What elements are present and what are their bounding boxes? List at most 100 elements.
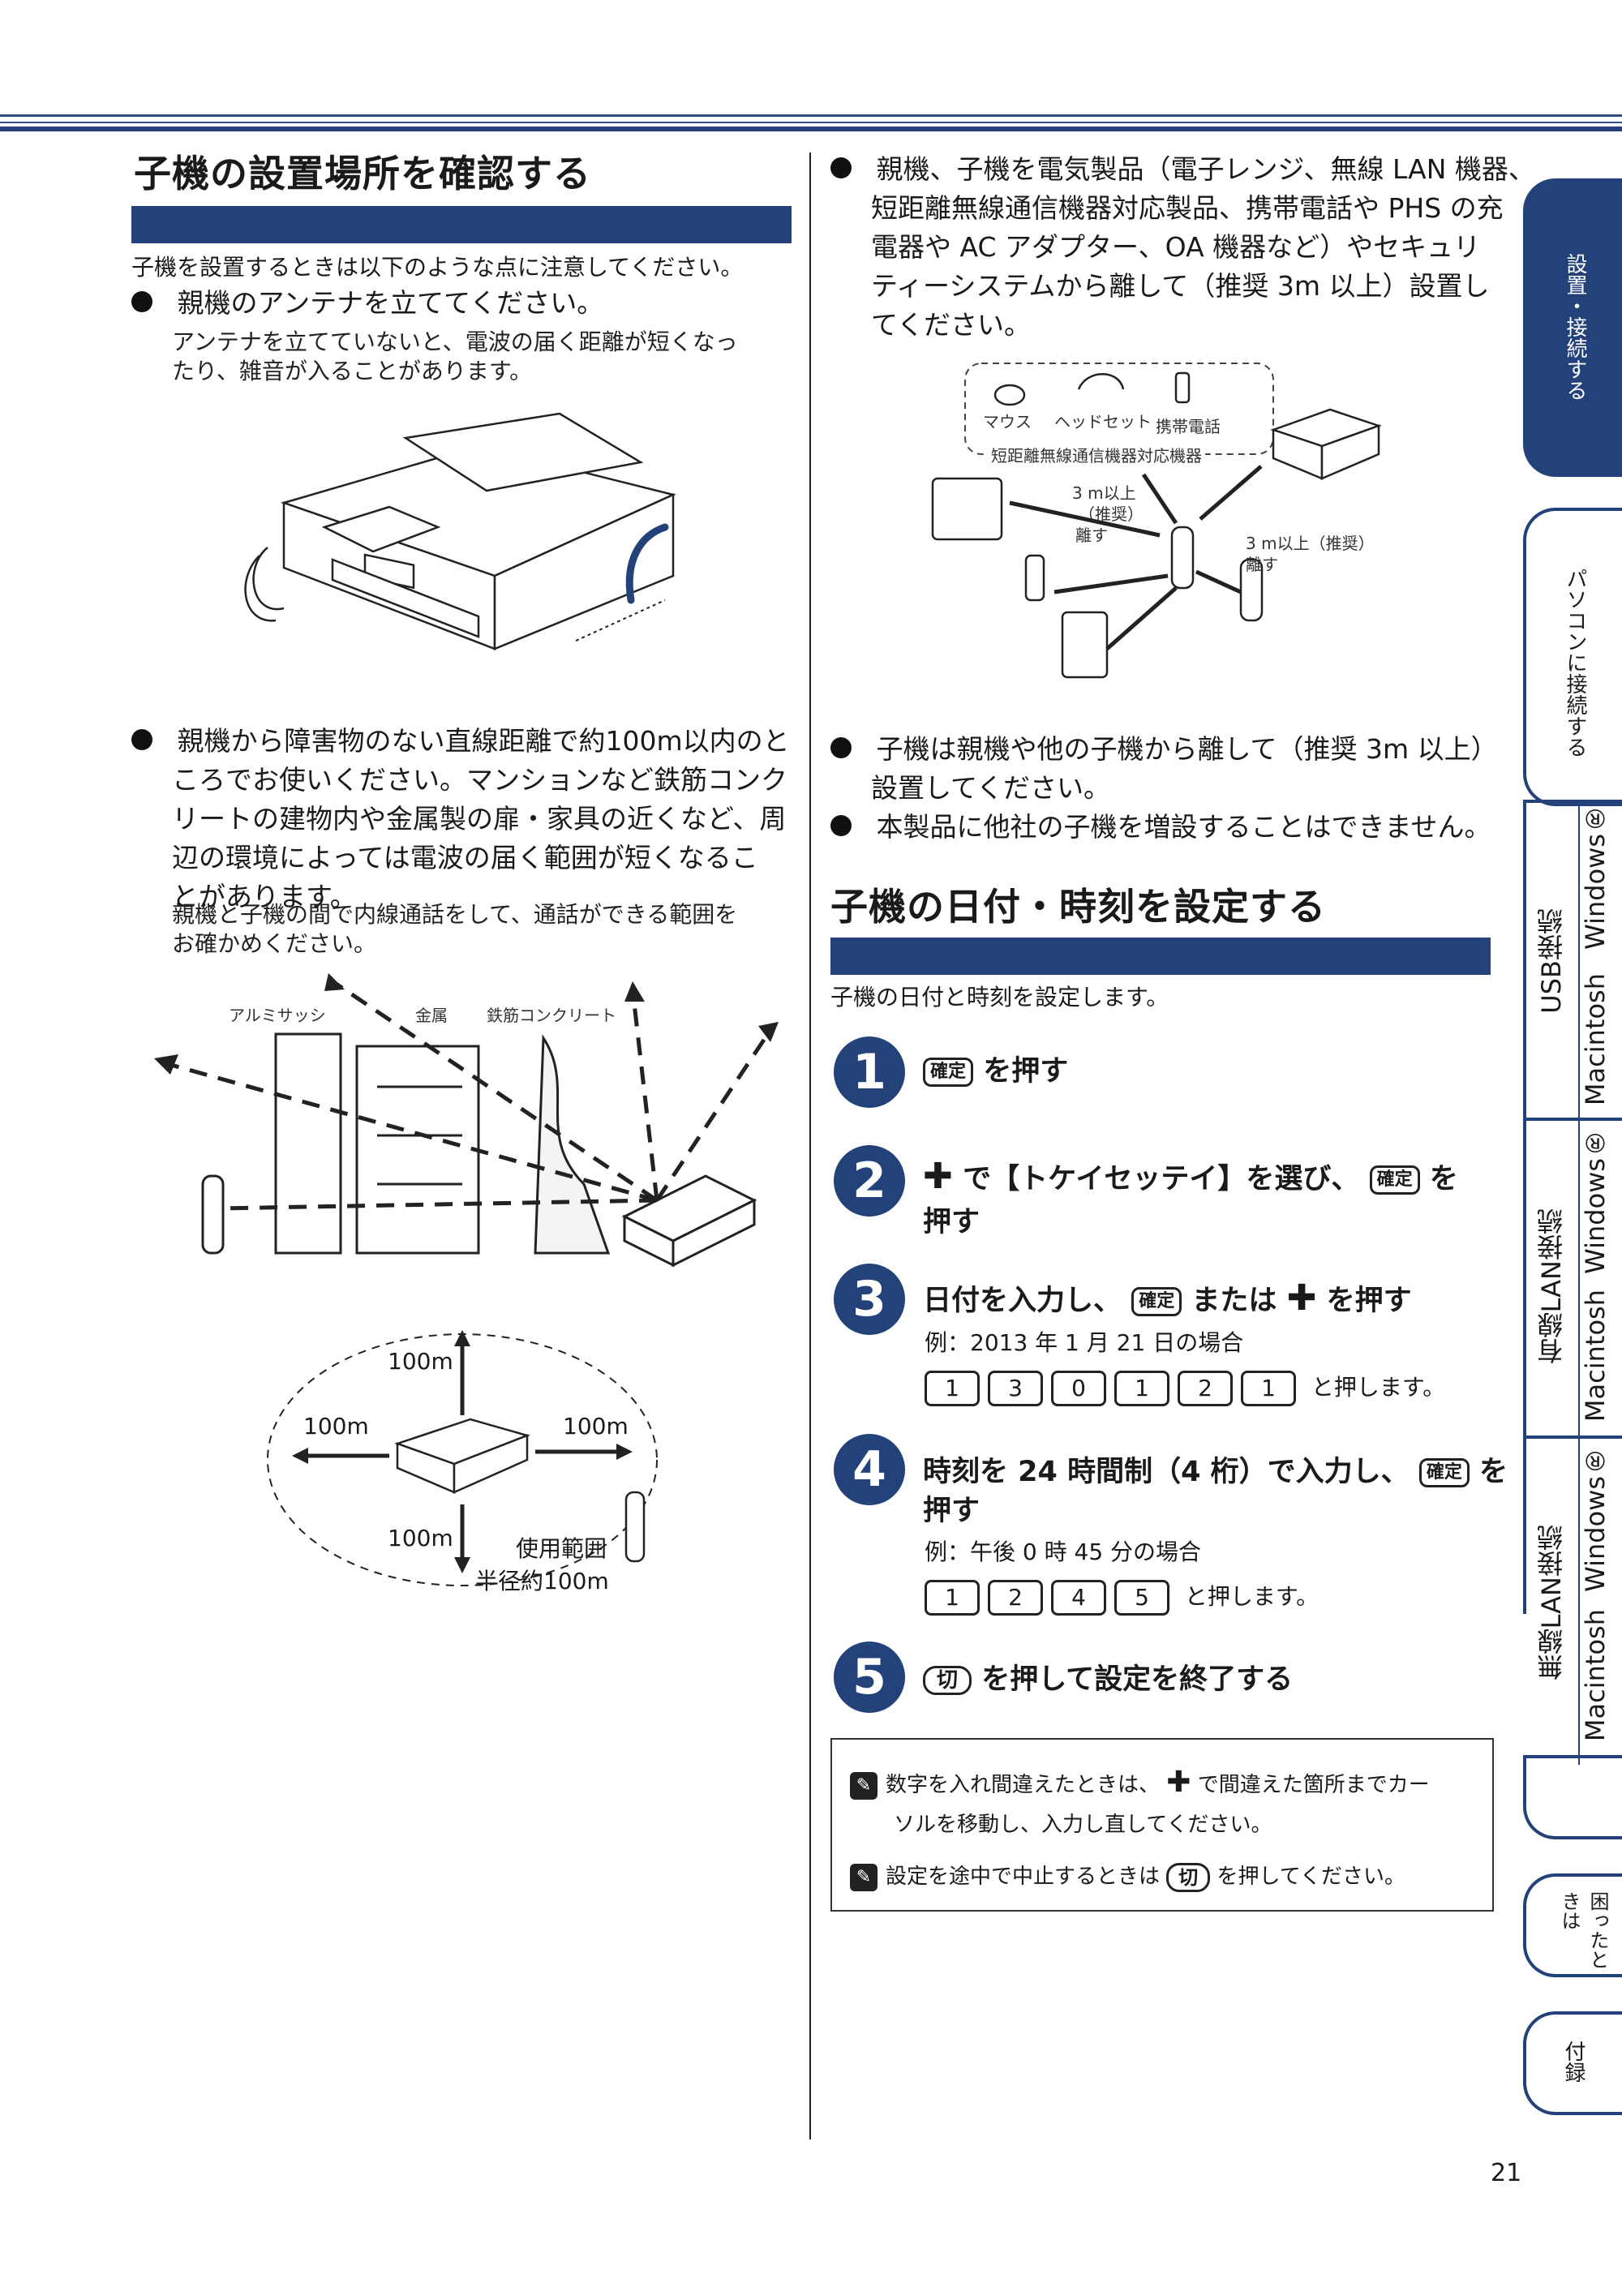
bullet-electronics-line5: てください。: [871, 309, 1032, 341]
tab-wireless-label[interactable]: 無線LAN接続: [1536, 1525, 1567, 1681]
tab-wireless-windows[interactable]: Windows®: [1580, 1445, 1611, 1592]
bullet-electronics-line4: ティーシステムから離して（推奨 3m 以上）設置し: [871, 270, 1490, 302]
connection-sections: [1523, 800, 1622, 1614]
number-key: 1: [1241, 1371, 1296, 1406]
tab-trouble[interactable]: 困ったときは: [1523, 1873, 1622, 1977]
step-1-text: を押す: [983, 1055, 1069, 1088]
tab-usb-macintosh[interactable]: Macintosh: [1580, 973, 1611, 1106]
tab-wireless-macintosh[interactable]: Macintosh: [1580, 1609, 1611, 1742]
label-dist1-a: 3 m以上: [1072, 483, 1136, 503]
label-dist1-c: 離す: [1075, 526, 1108, 545]
step-3-text-c: を押す: [1326, 1285, 1412, 1317]
tab-usb-label[interactable]: USB接続: [1536, 908, 1567, 1014]
tab-trouble-label: 困ったときは: [1558, 1891, 1609, 1969]
bullet-dot: [830, 157, 852, 178]
bullet-no-other-brand-text: 本製品に他社の子機を増設することはできません。: [876, 811, 1491, 843]
tab-wired-windows[interactable]: Windows®: [1580, 1127, 1611, 1274]
note-box: [830, 1738, 1494, 1912]
section-title-datetime: 子機の日付・時刻を設定する: [830, 885, 1326, 929]
section-title-placement: 子機の設置場所を確認する: [134, 152, 591, 195]
tab-wired-label[interactable]: 有線LAN接続: [1536, 1208, 1567, 1365]
number-key: 5: [1114, 1580, 1169, 1616]
obstacles-illustration: [154, 973, 779, 1268]
range-label-bottom: 100m: [388, 1525, 453, 1551]
kakutei-key-icon: 確定: [1369, 1165, 1420, 1195]
note-1-c: ソルを移動し、入力し直してください。: [894, 1813, 1272, 1837]
printer-antenna-illustration: [244, 412, 676, 650]
bullet-dot: [830, 815, 852, 836]
number-key: 1: [1114, 1371, 1169, 1406]
step-4-after: と押します。: [1184, 1583, 1319, 1610]
section-title-bar: [131, 206, 792, 243]
kakutei-key-icon: 確定: [1418, 1458, 1470, 1487]
bullet-distance-line2: ころでお使いください。マンションなど鉄筋コンク: [172, 764, 787, 796]
range-label-usage: 使用範囲: [516, 1535, 607, 1562]
step-2-text-c: 押す: [923, 1206, 980, 1238]
number-key: 4: [1051, 1580, 1106, 1616]
note-pencil-icon: ✎: [850, 1863, 878, 1891]
off-key-icon: 切: [923, 1666, 972, 1695]
step-5-text: を押して設定を終了する: [981, 1663, 1294, 1696]
step-5: 切 を押して設定を終了する: [923, 1659, 1293, 1700]
kakutei-key-label: 確定: [1426, 1462, 1462, 1483]
note-2-b: を押してください。: [1216, 1865, 1405, 1889]
note-2-a: 設定を途中で中止するときは: [886, 1865, 1161, 1889]
note-2: ✎設定を途中で中止するときは 切 を押してください。: [850, 1860, 1405, 1893]
bullet-spacing: 子機は親機や他の子機から離して（推奨 3m 以上）: [830, 730, 1498, 769]
tab-pc-connect[interactable]: パソコンに接続する: [1523, 508, 1622, 806]
tab-divider: [1523, 1755, 1622, 1758]
kakutei-key-label: 確定: [1139, 1291, 1175, 1311]
bullet-dot: [830, 737, 852, 758]
bullet-electronics: 親機、子機を電気製品（電子レンジ、無線 LAN 機器、: [830, 150, 1535, 189]
page-number: 21: [1491, 2159, 1522, 2187]
note-1: ✎数字を入れ間違えたときは、 ✚ で間違えた箇所までカー: [850, 1766, 1430, 1801]
step-3-after: と押します。: [1311, 1374, 1446, 1401]
number-key: 2: [1178, 1371, 1233, 1406]
label-headset: ヘッドセット: [1054, 412, 1152, 431]
label-mobile: 携帯電話: [1156, 417, 1221, 436]
cross-key-icon: ✚: [1286, 1277, 1317, 1319]
bullet-antenna: 親機のアンテナを立ててください。: [131, 284, 603, 323]
label-dist2-b: 離す: [1246, 555, 1278, 574]
tab-divider: [1523, 1118, 1622, 1121]
kakutei-key-label: 確定: [930, 1062, 967, 1082]
step-4-text-a: 時刻を 24 時間制（4 桁）で入力し、: [923, 1456, 1410, 1488]
tab-setup[interactable]: 設置・接続する: [1523, 178, 1622, 477]
tab-appendix[interactable]: 付録: [1523, 2011, 1622, 2115]
bullet-electronics-line2: 短距離無線通信機器対応製品、携帯電話や PHS の充: [871, 192, 1504, 224]
kakutei-key-icon: 確定: [1131, 1287, 1182, 1316]
step-2-text-a: で【トケイセッテイ】を選び、: [963, 1163, 1360, 1195]
column-divider: [809, 152, 811, 2139]
distance-note-line2: お確かめください。: [172, 930, 377, 957]
kakutei-key-icon: 確定: [923, 1058, 974, 1087]
range-label-top: 100m: [388, 1348, 453, 1375]
number-key: 1: [925, 1580, 980, 1616]
number-key: 2: [988, 1580, 1043, 1616]
step-2: ✚ で【トケイセッテイ】を選び、 確定 を: [923, 1157, 1458, 1199]
cross-key-icon: ✚: [923, 1156, 953, 1197]
note-1-a: 数字を入れ間違えたときは、: [886, 1773, 1161, 1797]
tab-blank: [1523, 1758, 1622, 1839]
tab-usb-windows[interactable]: Windows®: [1580, 803, 1611, 950]
step-number-4: 4: [834, 1434, 905, 1505]
step-2-text-b: を: [1429, 1163, 1458, 1195]
number-key: 1: [925, 1371, 980, 1406]
bullet-distance-line5: とがあります。: [172, 881, 357, 912]
cross-key-icon: ✚: [1166, 1766, 1191, 1799]
distance-note-line1: 親機と子機の間で内線通話をして、通話ができる範囲を: [172, 901, 738, 928]
label-dist1-b: （推奨）: [1079, 504, 1144, 524]
antenna-note-line1: アンテナを立てていないと、電波の届く距離が短くなっ: [172, 328, 738, 355]
header-rule-thin-2: [0, 122, 1622, 123]
kakutei-key-label: 確定: [1376, 1169, 1413, 1190]
antenna-note-line2: たり、雑音が入ることがあります。: [172, 358, 533, 384]
range-label-radius: 半径約100m: [475, 1568, 609, 1594]
tab-wired-macintosh[interactable]: Macintosh: [1580, 1290, 1611, 1423]
label-short-range-devices: 短距離無線通信機器対応機器: [988, 443, 1205, 466]
bullet-electronics-line3: 電器や AC アダプター、OA 機器など）やセキュリ: [871, 231, 1481, 263]
label-rebar-concrete: 鉄筋コンクリート: [487, 1006, 616, 1025]
number-key: 0: [1051, 1371, 1106, 1406]
header-rule-thin: [0, 114, 1622, 117]
note-pencil-icon: ✎: [850, 1771, 878, 1800]
